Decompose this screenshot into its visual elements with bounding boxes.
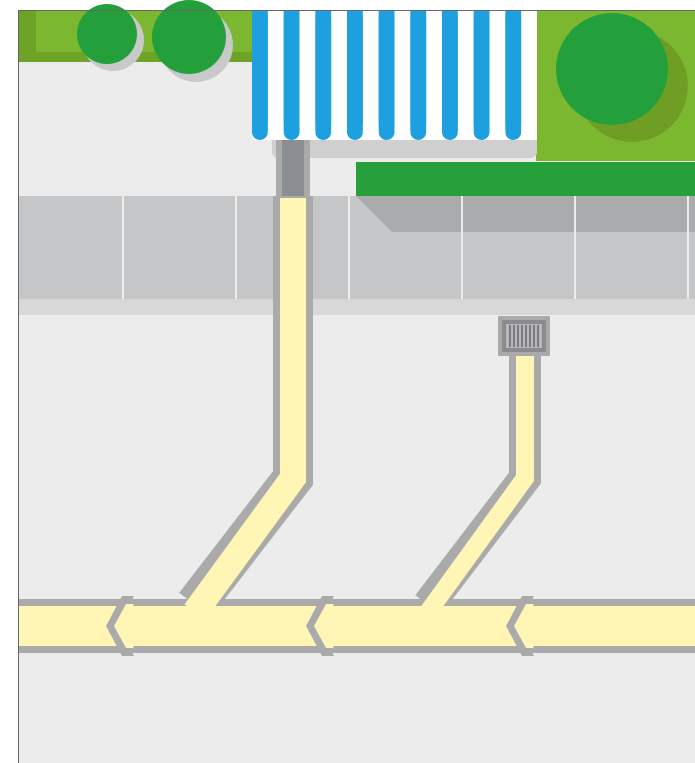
left-lawn [18,0,252,82]
awning-stripe-body [252,10,268,125]
awning-stripe-body [378,10,395,125]
awning-scallop [489,124,506,140]
awning-scallop [394,124,411,140]
awning-icon [252,10,538,140]
awning-stripe-body [283,10,300,125]
flow-arrow-icon [114,604,134,648]
pipe-fill [18,198,695,646]
tree-icon [152,0,226,74]
grate-branch-pipe [420,354,534,618]
awning-scallop [299,124,316,140]
awning-stripe-body [410,10,427,125]
curb-edge [18,299,695,315]
tree-icon [77,4,137,64]
flow-arrow-icon [314,604,334,648]
awning-scallop [457,124,474,140]
storm-grate-icon [498,316,550,356]
awning-scallop [331,124,347,140]
sidewalk [18,196,695,315]
flow-arrows [106,596,534,656]
flow-arrow-icon [506,596,534,656]
right-lawn [536,10,695,161]
downspout-branch-pipe [184,198,306,620]
hedge [356,162,695,196]
hedge-shadow-on-sidewalk [356,196,695,232]
awning-scallop [426,124,442,140]
awning-stripe-body [347,10,363,125]
awning-stripe-body [315,10,332,125]
awning-stripe-body [505,10,522,125]
awning-stripe-body [442,10,458,125]
tree-icon [556,13,668,125]
awning-scallop [362,124,379,140]
flow-arrow-icon [514,604,534,648]
flow-arrow-icon [106,596,134,656]
flow-arrow-icon [306,596,334,656]
downspout-inner [282,140,304,196]
awning-stripe-body [473,10,490,125]
awning-scallop [521,124,538,140]
awning-scallop [267,124,284,140]
